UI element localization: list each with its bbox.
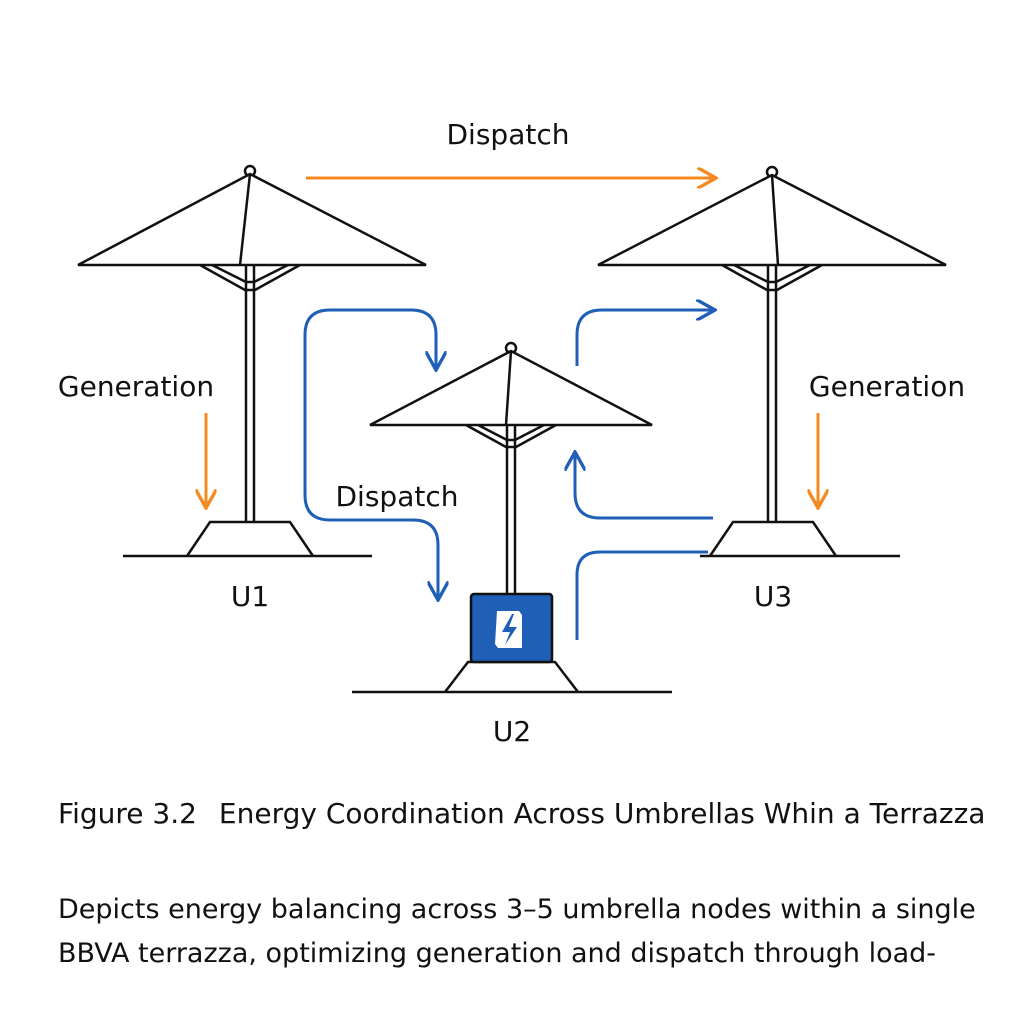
node-label-u2: U2 bbox=[493, 715, 531, 748]
figure-caption-title: Figure 3.2 Energy Coordination Across Umb… bbox=[58, 792, 988, 836]
dispatch-flow-u1-u2 bbox=[303, 308, 438, 598]
label-dispatch-u2: Dispatch bbox=[336, 480, 459, 513]
node-label-u3: U3 bbox=[754, 580, 792, 613]
figure-title: Energy Coordination Across Umbrellas Whi… bbox=[218, 797, 986, 830]
figure-number: Figure 3.2 bbox=[58, 797, 197, 830]
battery-bolt-icon bbox=[469, 592, 554, 664]
return-flow-u3-u2-upper bbox=[575, 454, 713, 520]
umbrella-u3 bbox=[597, 165, 947, 558]
umbrella-u2 bbox=[352, 341, 672, 694]
return-flow-u3-u2-lower bbox=[575, 550, 708, 640]
umbrella-u1 bbox=[77, 164, 427, 558]
dispatch-flow-u2-u3 bbox=[575, 310, 713, 366]
figure-description: Depicts energy balancing across 3–5 umbr… bbox=[58, 894, 976, 969]
node-label-u1: U1 bbox=[231, 580, 269, 613]
label-generation-u3: Generation bbox=[809, 370, 965, 403]
label-dispatch-top: Dispatch bbox=[447, 118, 570, 151]
energy-coordination-diagram: Dispatch Generation Generation Dispatch … bbox=[58, 118, 965, 748]
label-generation-u1: Generation bbox=[58, 370, 214, 403]
